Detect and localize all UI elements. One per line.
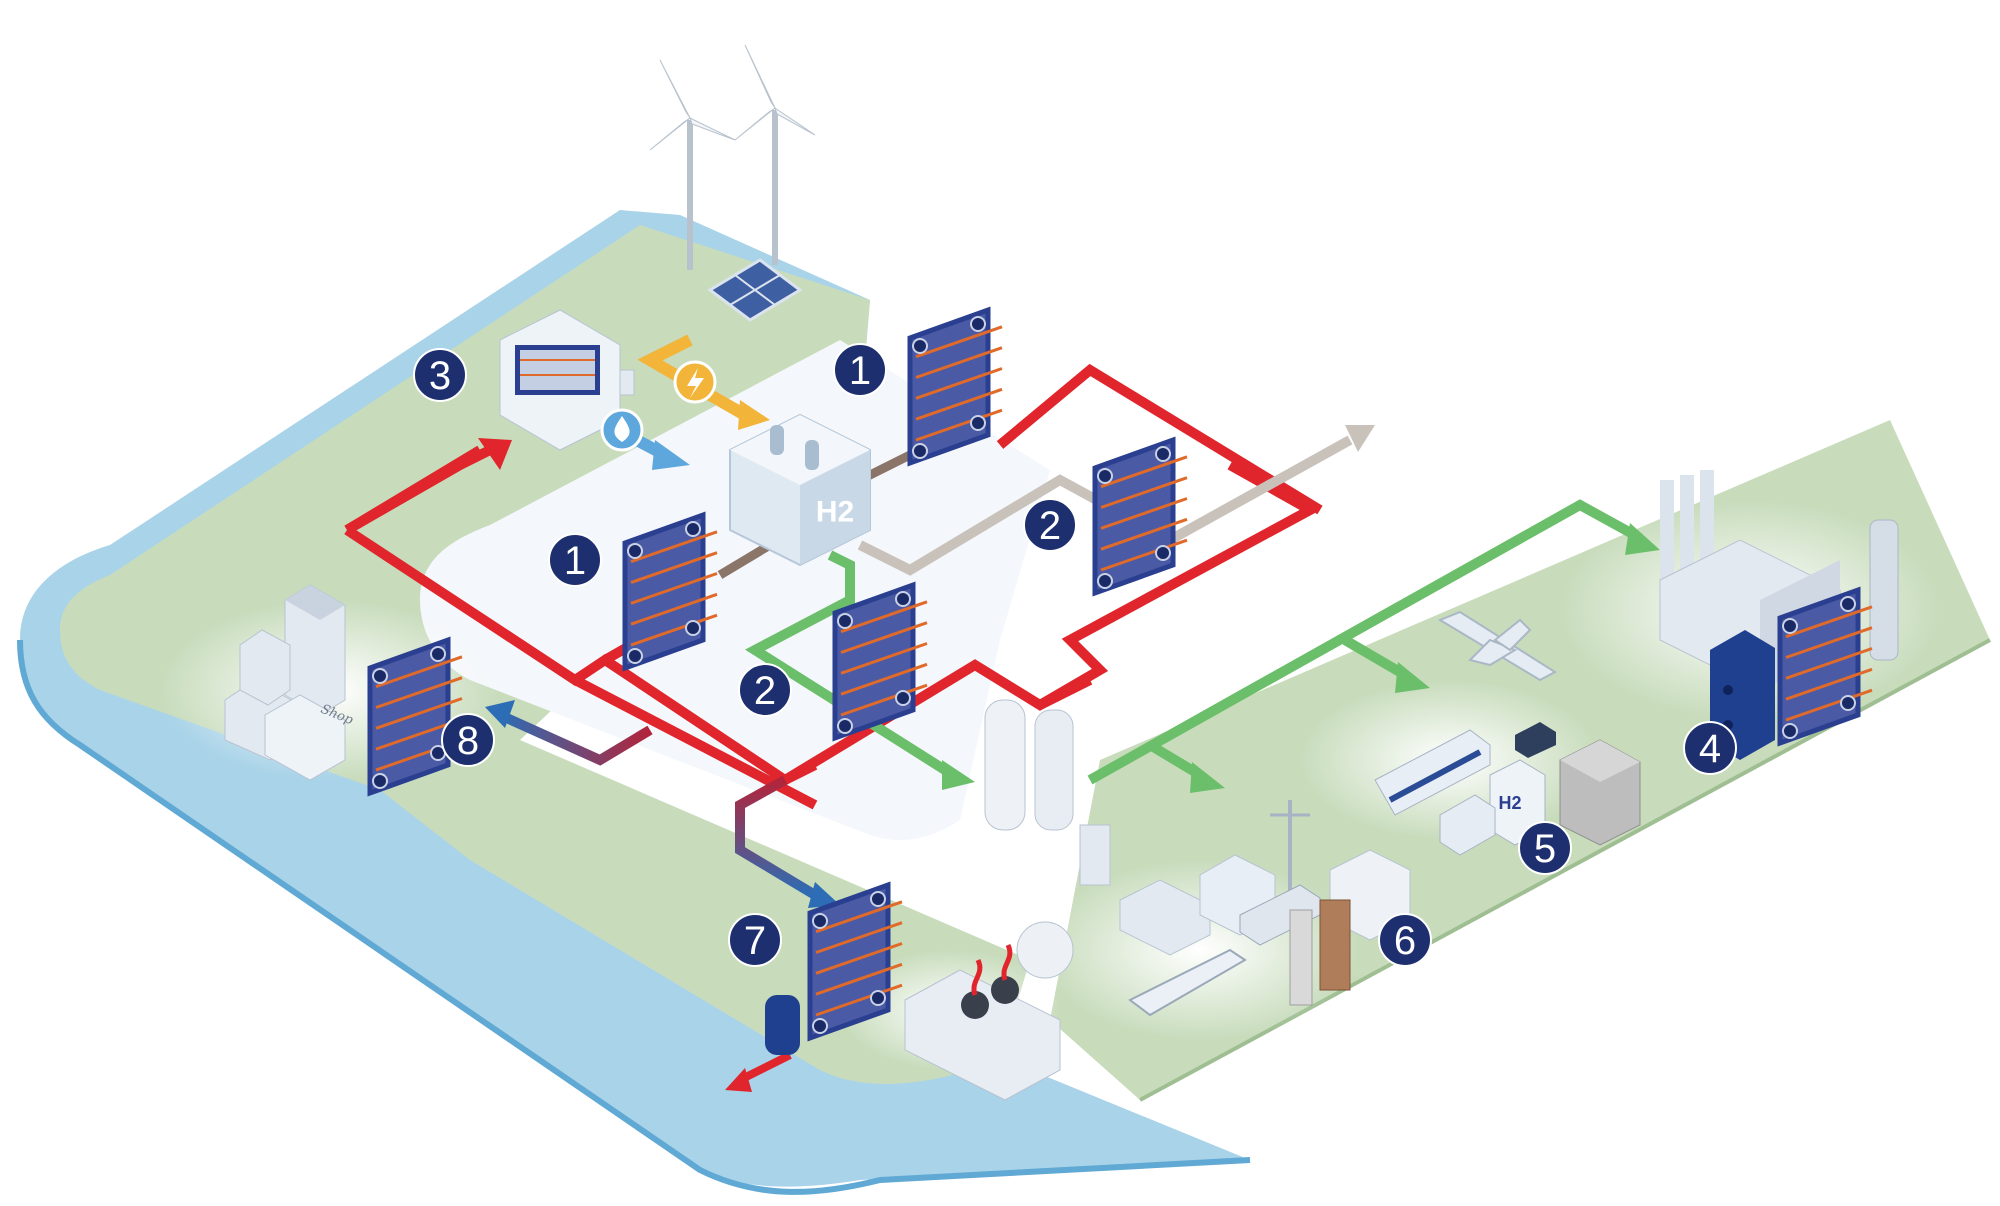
heat-pipe-main: [344, 460, 1321, 786]
water-edge: [17, 639, 1251, 1195]
marker-m2a: 2: [738, 663, 792, 717]
lightning-bolt-icon: [673, 360, 717, 404]
marker-label-m3: 3: [429, 354, 451, 398]
h2-pipe-from-electrolyser: [745, 550, 948, 775]
electricity-arrow: [738, 400, 770, 430]
water-feed-arrow: [652, 440, 690, 470]
heat-exchanger-1b: [907, 306, 1003, 467]
feed-line-left: [717, 541, 773, 579]
marker-m7: 7: [728, 913, 782, 967]
heat-pipe-right-loop: [996, 363, 1323, 515]
marker-label-m2a: 2: [754, 669, 776, 713]
hydrogen-storage: [984, 699, 1111, 979]
marker-m1a: 1: [548, 533, 602, 587]
heat-exchanger-1a: [622, 511, 718, 672]
marker-m8: 8: [441, 713, 495, 767]
marker-label-m7: 7: [744, 919, 766, 963]
heat-exchanger-4: [1777, 586, 1873, 747]
marker-m2b: 2: [1023, 498, 1077, 552]
marker-m6: 6: [1378, 913, 1432, 967]
heat-arrow-to-3: [478, 438, 512, 470]
electrolyser: H2: [729, 413, 871, 567]
plate-heat-exchangers: [367, 306, 1873, 1042]
hot-outlet-7: [738, 1051, 792, 1084]
marker-label-m2b: 2: [1039, 504, 1061, 548]
cold-water-pipe-8: [497, 710, 653, 766]
marker-label-m8: 8: [457, 719, 479, 763]
hot-outlet-arrow-7: [725, 1068, 752, 1092]
marker-m4: 4: [1683, 721, 1737, 775]
heat-exchanger-2a: [832, 581, 928, 742]
truck: [1439, 794, 1496, 856]
pump-7: [765, 995, 800, 1055]
car: [1515, 722, 1556, 758]
solar-panels: [707, 258, 803, 322]
h2-arrow-aviation: [1395, 662, 1430, 693]
number-markers: 1 1 2 2 3 4 5 6 7 8: [413, 343, 1737, 967]
port-buildings: [1119, 800, 1310, 956]
marker-label-m5: 5: [1534, 827, 1556, 871]
hydrogen-network: [745, 499, 1643, 785]
marker-label-m6: 6: [1394, 919, 1416, 963]
electrolyser-label: H2: [816, 496, 854, 529]
h2-pipe-trunk: [1087, 499, 1643, 785]
heat-pipe-branch-2: [782, 760, 818, 785]
marker-m1b: 1: [833, 343, 887, 397]
shop-building: Shop: [264, 694, 356, 781]
heat-exchanger-7: [807, 881, 903, 1042]
hydrogen-fuel-station: H2: [1489, 759, 1546, 846]
h2-arrow-to-storage: [942, 760, 975, 790]
compressor-unit-6: [1289, 849, 1411, 1006]
wind-turbine-1: [649, 59, 736, 270]
h2-pipe-branch-aviation: [1342, 635, 1408, 680]
airplane: [1437, 610, 1557, 682]
train: [1374, 729, 1491, 816]
water-treatment-unit-3: [499, 309, 635, 451]
fuel-cell-unit-5: [1559, 739, 1641, 846]
marker-label-m1b: 1: [849, 349, 871, 393]
heat-pipe-branch-3: [1037, 675, 1093, 710]
marker-label-m1a: 1: [564, 539, 586, 583]
heat-exchanger-2b: [1092, 436, 1188, 597]
cold-water-arrow-7: [808, 882, 840, 908]
marker-m3: 3: [413, 348, 467, 402]
wind-turbine-2: [734, 44, 816, 265]
ship: [1128, 948, 1247, 1017]
h2-arrow-port: [1190, 762, 1225, 793]
oxygen-pipe: [857, 435, 1353, 576]
cooling-facility: [904, 943, 1061, 1101]
heat-pipe-to-3: [344, 440, 503, 535]
cold-water-arrow-8: [485, 700, 515, 728]
oxygen-arrow: [1345, 425, 1375, 452]
fuel-station-label: H2: [1498, 793, 1521, 813]
cold-water-pipe-7: [735, 775, 818, 900]
marker-m5: 5: [1518, 821, 1572, 875]
city-buildings: Shop: [224, 584, 356, 781]
heat-recovery-network: [344, 363, 1323, 810]
marker-label-m4: 4: [1699, 727, 1721, 771]
h2-arrow-industry: [1625, 523, 1660, 555]
water-drop-icon: [600, 408, 644, 452]
